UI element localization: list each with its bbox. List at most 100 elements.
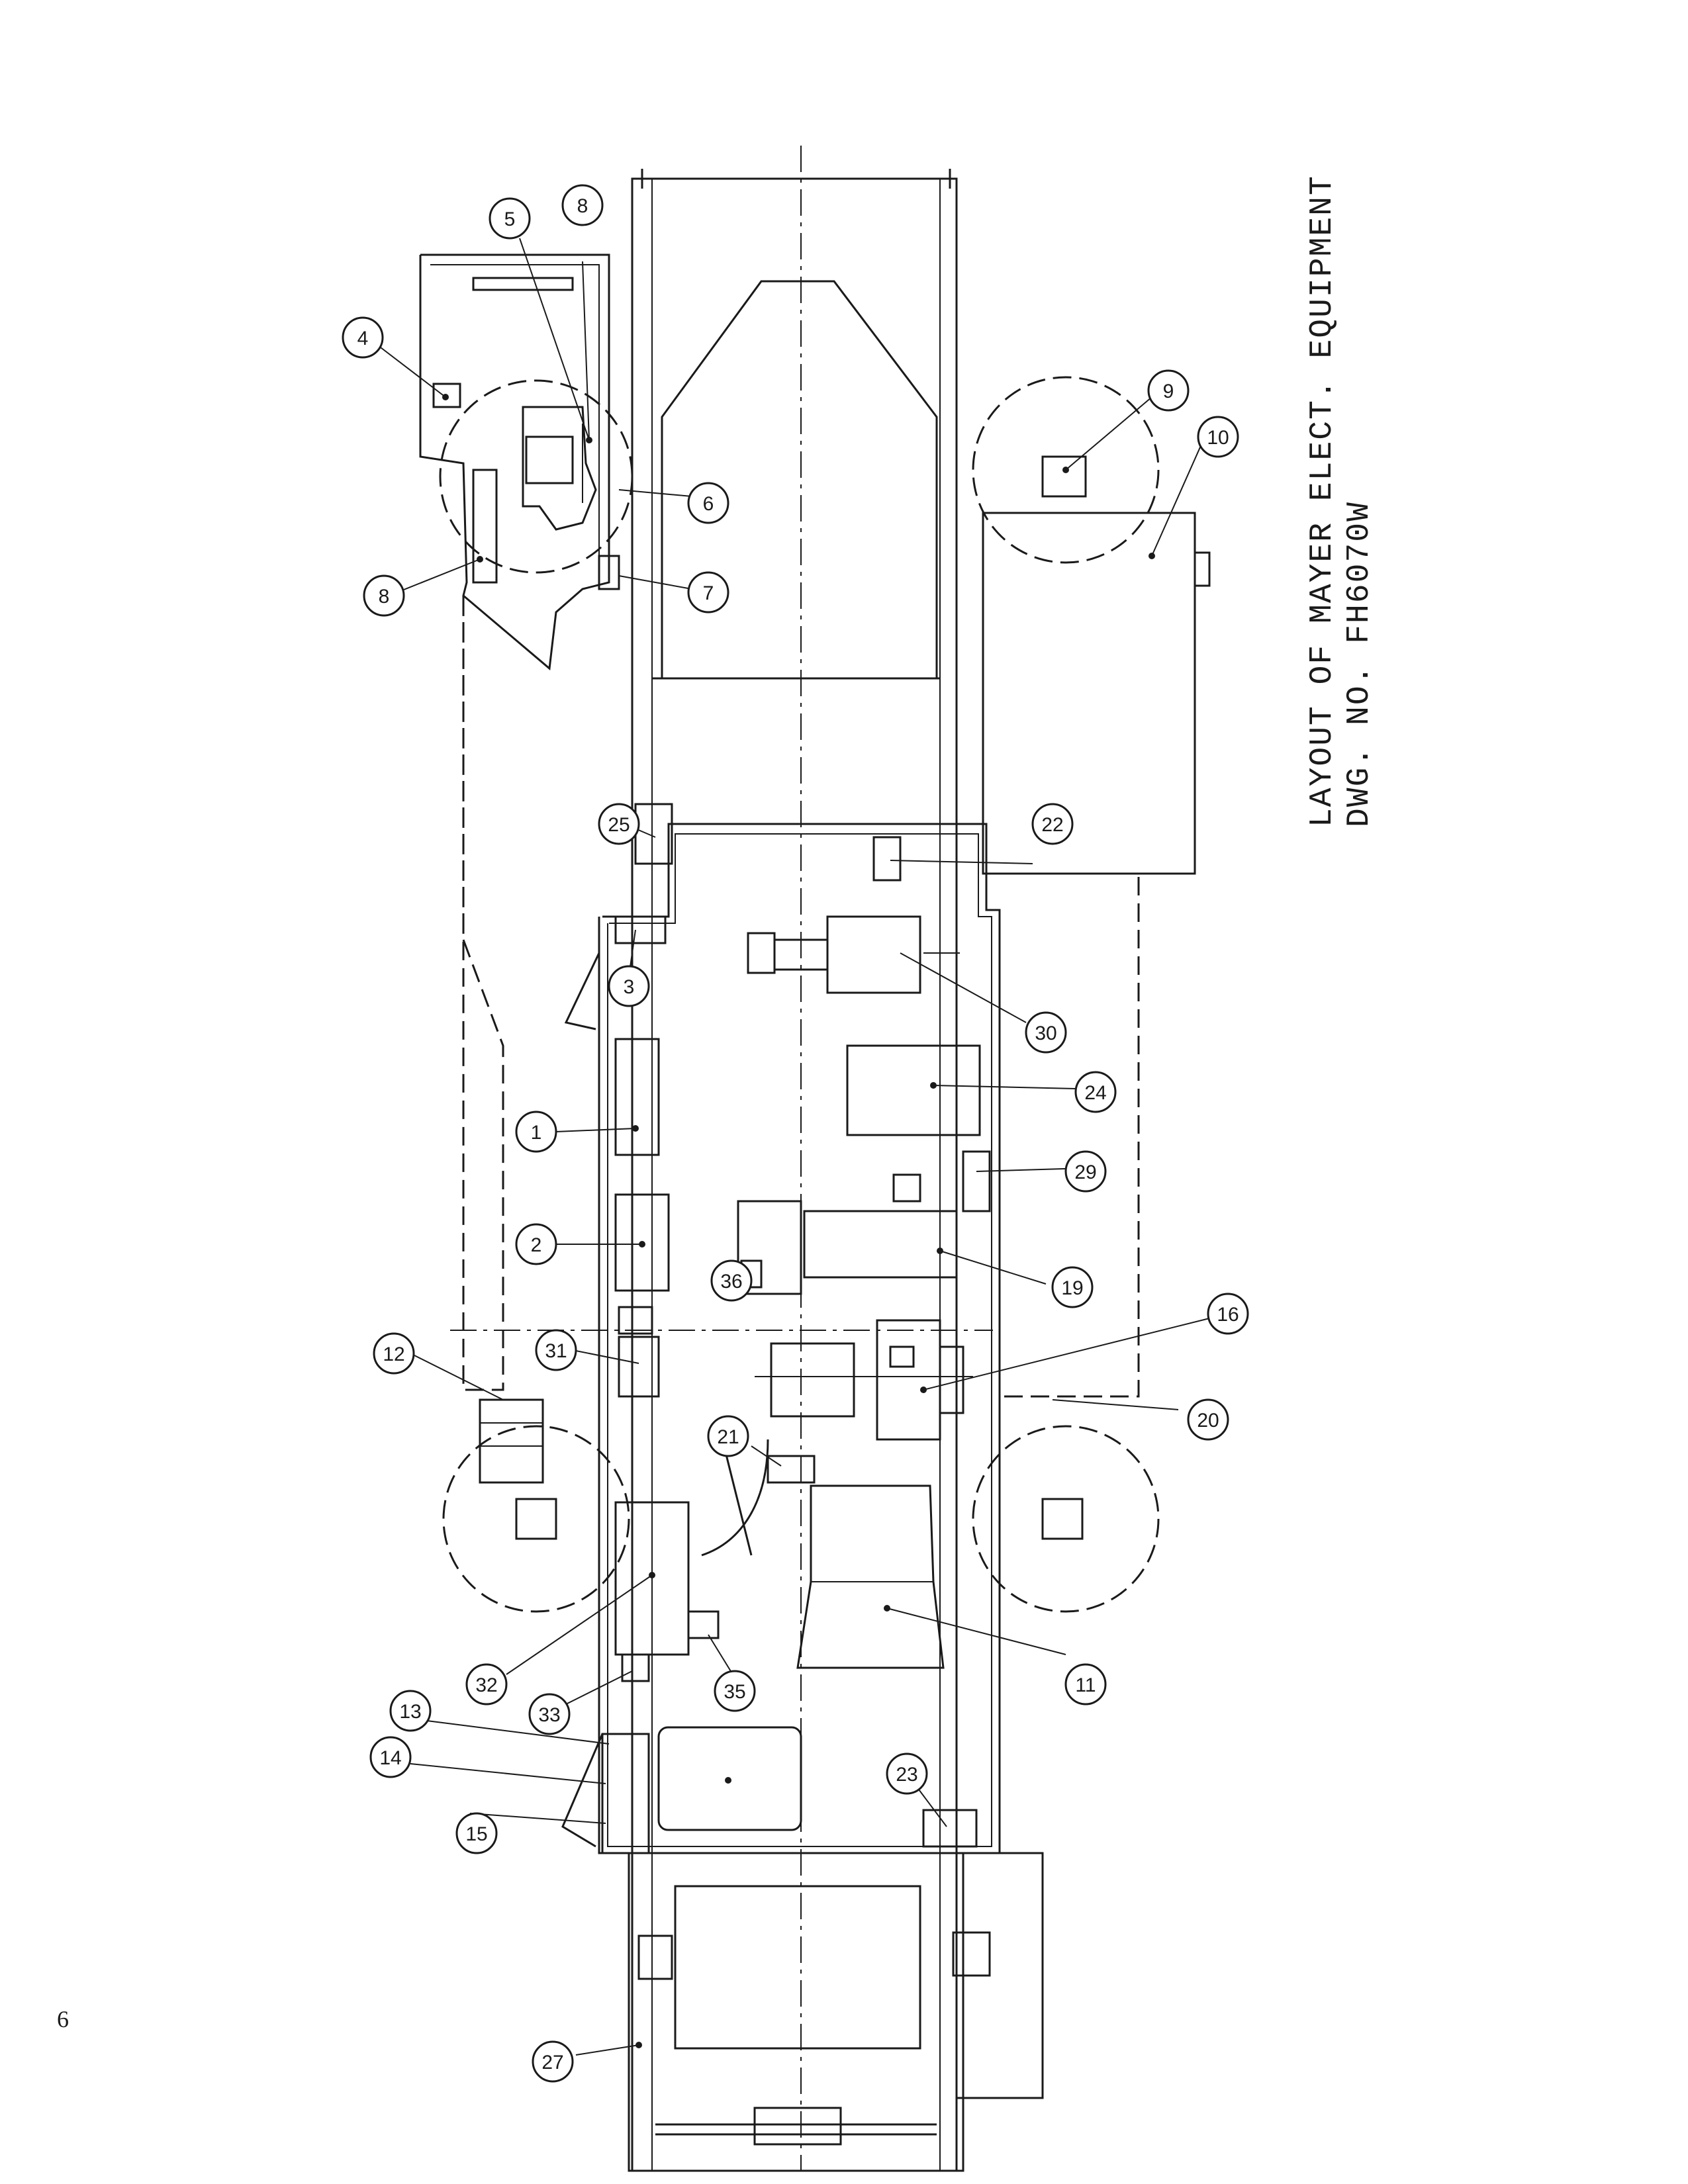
callout-6: 6 — [687, 482, 729, 524]
svg-text:25: 25 — [608, 814, 630, 836]
callout-27: 27 — [532, 2040, 574, 2083]
callout-5: 5 — [489, 197, 531, 240]
svg-text:11: 11 — [1075, 1674, 1096, 1696]
right-wheel-front — [972, 1425, 1160, 1613]
right-wheel-rear — [972, 376, 1160, 564]
callout-11: 11 — [1064, 1663, 1107, 1706]
equipment-19 — [737, 1173, 958, 1295]
callout-20: 20 — [1187, 1398, 1229, 1441]
svg-text:10: 10 — [1207, 427, 1229, 449]
right-deck-outline — [983, 872, 1140, 1398]
page-number: 6 — [57, 2006, 69, 2032]
svg-text:3: 3 — [624, 976, 635, 998]
callout-35: 35 — [714, 1670, 756, 1712]
callout-13: 13 — [389, 1690, 432, 1732]
callout-22: 22 — [1031, 803, 1074, 845]
hood-outline — [661, 280, 938, 680]
right-wheel-hub-rear — [1041, 455, 1087, 498]
svg-text:35: 35 — [724, 1681, 745, 1703]
svg-text:16: 16 — [1217, 1304, 1239, 1326]
svg-text:7: 7 — [703, 582, 714, 604]
svg-text:1: 1 — [531, 1122, 542, 1144]
equipment-27-carriage — [628, 1852, 1044, 2172]
equipment-2 — [614, 1193, 670, 1292]
svg-text:4: 4 — [357, 328, 369, 349]
callout-31: 31 — [535, 1329, 577, 1371]
callout-labels: 1 2 3 4 5 6 7 8 8 9 10 11 12 13 14 15 16… — [342, 184, 1249, 2083]
reference-dots — [442, 394, 1155, 2048]
callout-33: 33 — [528, 1693, 571, 1735]
svg-text:20: 20 — [1197, 1410, 1219, 1432]
right-box-10 — [982, 512, 1196, 875]
svg-text:27: 27 — [541, 2052, 563, 2073]
callout-29: 29 — [1064, 1150, 1107, 1193]
callout-4b: 4 — [342, 316, 384, 359]
equipment-13-box — [657, 1726, 802, 1831]
drawing-title: LAYOUT OF MAYER ELECT. EQUIPMENT DWG. NO… — [1305, 175, 1378, 827]
svg-text:12: 12 — [383, 1343, 404, 1365]
svg-text:9: 9 — [1163, 381, 1174, 402]
left-deck-outline — [462, 596, 504, 1391]
equipment-29 — [962, 1150, 991, 1212]
callout-10: 10 — [1197, 416, 1239, 458]
callout-21: 21 — [707, 1415, 749, 1457]
svg-text:19: 19 — [1061, 1277, 1083, 1299]
callout-14: 14 — [369, 1736, 412, 1778]
equipment-12 — [479, 1398, 544, 1484]
equipment-31 — [618, 1336, 660, 1398]
equipment-30 — [747, 915, 960, 994]
equipment-21 — [767, 1455, 816, 1484]
callout-1: 1 — [515, 1111, 557, 1153]
equipment-22 — [872, 836, 902, 882]
svg-text:13: 13 — [399, 1701, 421, 1723]
callout-8-lower: 8 — [363, 574, 405, 617]
operator-cab — [419, 253, 633, 670]
svg-text:32: 32 — [475, 1674, 497, 1696]
callout-19: 19 — [1051, 1266, 1094, 1308]
callout-32: 32 — [465, 1663, 508, 1706]
callout-30: 30 — [1025, 1011, 1067, 1054]
callout-36: 36 — [710, 1259, 753, 1302]
left-wheel-front — [442, 1425, 630, 1613]
title-line-2: DWG. NO. FH6070W — [1342, 501, 1378, 827]
chassis-frame — [631, 169, 958, 2172]
svg-text:24: 24 — [1084, 1082, 1106, 1104]
title-line-1: LAYOUT OF MAYER ELECT. EQUIPMENT — [1305, 175, 1340, 827]
equipment-25 — [634, 803, 673, 865]
callout-25: 25 — [598, 803, 640, 845]
equipment-24 — [846, 1044, 981, 1136]
svg-text:33: 33 — [538, 1704, 560, 1726]
door-swing — [701, 1439, 769, 1557]
leader-lines — [380, 238, 1215, 2056]
equipment-1 — [614, 1038, 660, 1156]
callout-8-upper: 8 — [561, 184, 604, 226]
callout-16: 16 — [1207, 1293, 1249, 1335]
svg-text:2: 2 — [531, 1234, 542, 1256]
callout-24: 24 — [1074, 1071, 1117, 1113]
svg-text:23: 23 — [896, 1764, 917, 1786]
svg-text:30: 30 — [1035, 1023, 1056, 1044]
svg-text:8: 8 — [379, 586, 390, 608]
svg-text:15: 15 — [465, 1823, 487, 1845]
equipment-11 — [796, 1484, 945, 1669]
equipment-3 — [614, 915, 667, 944]
callout-9: 9 — [1147, 369, 1190, 412]
equipment-16 — [755, 1319, 973, 1441]
panel-13-14-15 — [601, 1733, 650, 1854]
callout-12: 12 — [373, 1332, 415, 1375]
svg-text:14: 14 — [379, 1747, 401, 1769]
callout-7: 7 — [687, 571, 729, 614]
equipment-23 — [922, 1809, 978, 1848]
callout-15: 15 — [455, 1812, 498, 1854]
svg-text:36: 36 — [720, 1271, 742, 1293]
callout-2: 2 — [515, 1223, 557, 1265]
svg-text:6: 6 — [703, 493, 714, 515]
callout-3: 3 — [608, 965, 650, 1007]
svg-text:5: 5 — [504, 208, 516, 230]
callout-23: 23 — [886, 1752, 928, 1795]
svg-text:21: 21 — [717, 1426, 739, 1448]
svg-text:22: 22 — [1041, 814, 1063, 836]
svg-text:31: 31 — [545, 1340, 567, 1362]
equipment-32 — [614, 1501, 690, 1656]
